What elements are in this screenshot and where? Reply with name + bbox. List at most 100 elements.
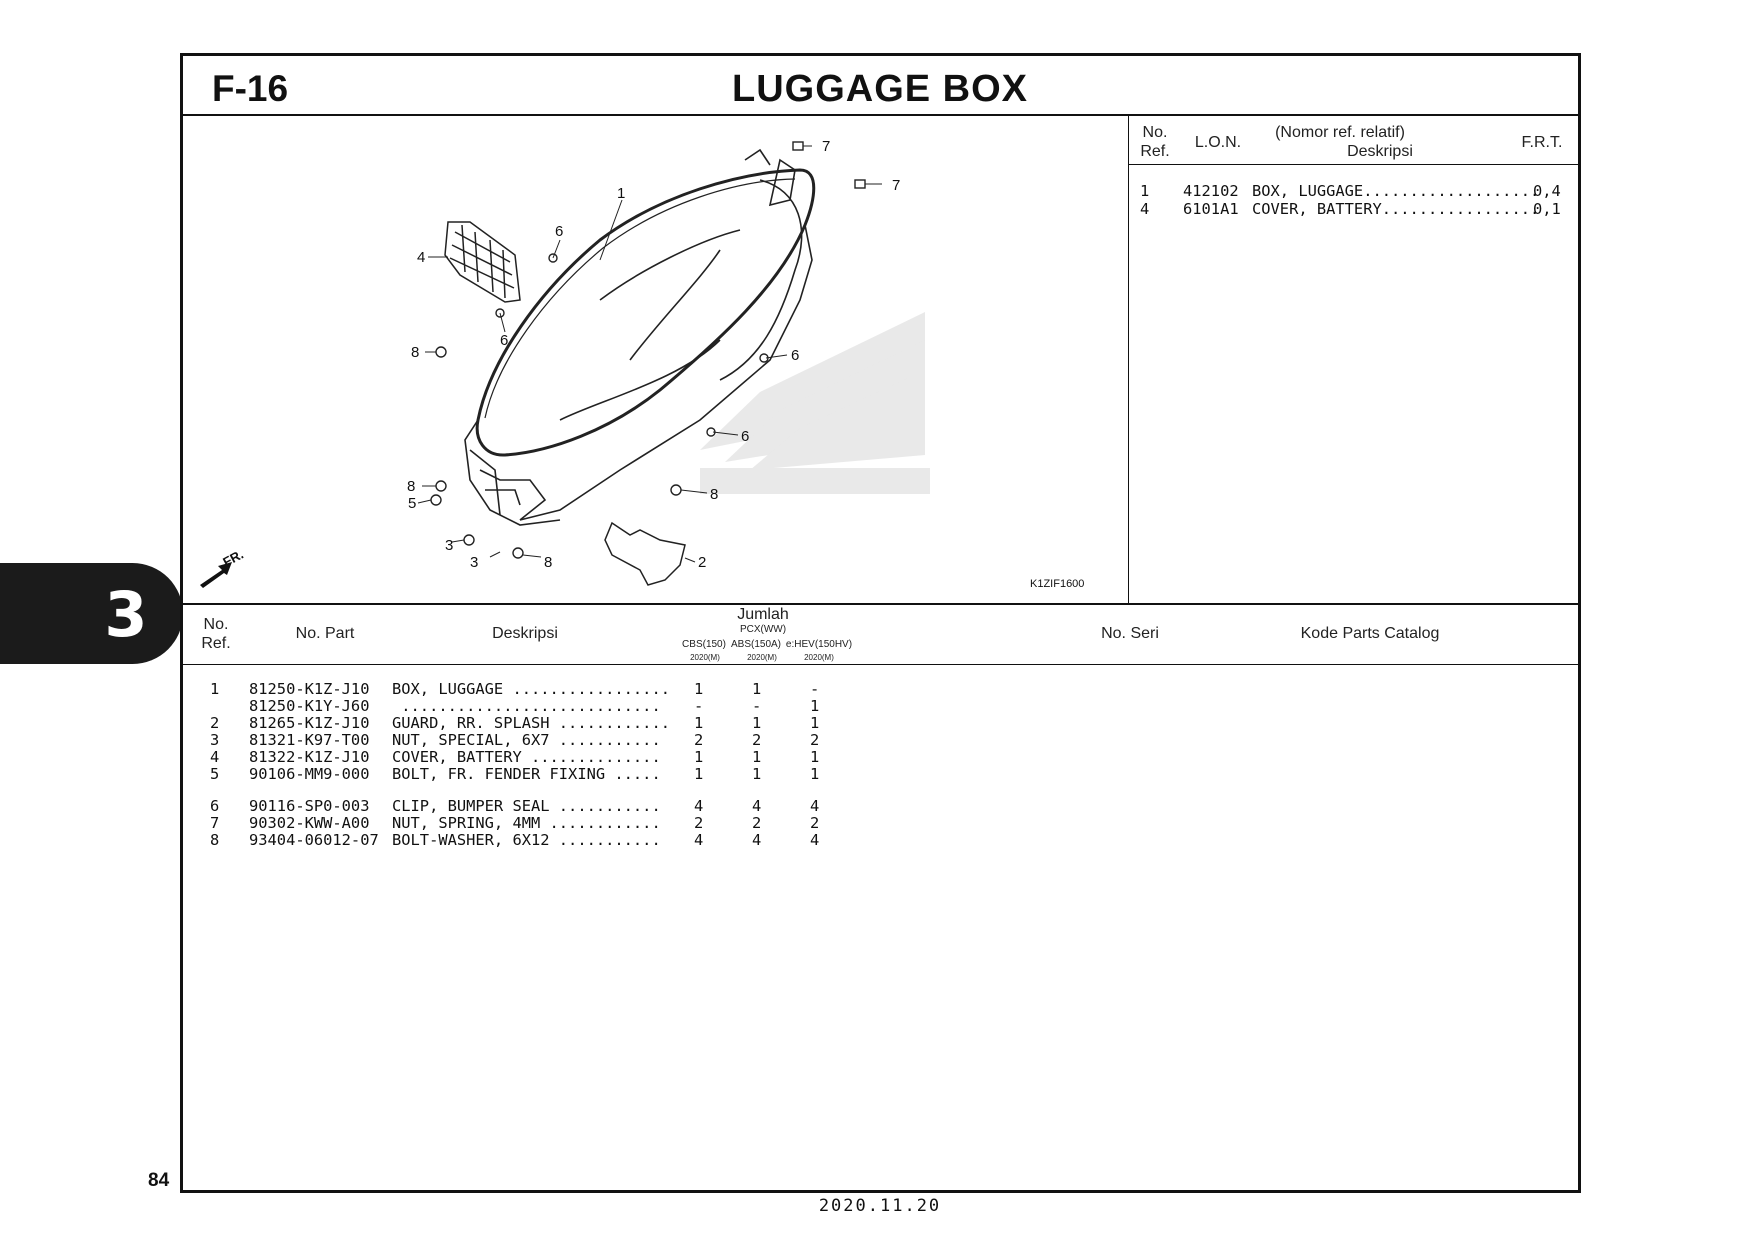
page-frame — [180, 53, 1581, 1193]
parts-row-part-no: 90302-KWW-A00 — [249, 814, 370, 832]
illustration-code: K1ZIF1600 — [1030, 578, 1085, 590]
parts-row-description: CLIP, BUMPER SEAL ........... — [392, 797, 661, 815]
parts-row-qty-abs: - — [752, 697, 762, 715]
parts-row-qty-hev: 4 — [810, 831, 820, 849]
ref-table-divider — [1128, 114, 1129, 603]
parts-row-ref: 4 — [210, 748, 220, 766]
callout-labels: 1 2 3 3 4 5 6 6 6 6 7 7 8 8 8 8 — [407, 138, 900, 571]
section-tab-number: 3 — [104, 578, 148, 651]
parts-row-ref: 2 — [210, 714, 220, 732]
parts-row-qty-abs: 4 — [752, 797, 762, 815]
parts-row-qty-hev: 1 — [810, 765, 820, 783]
ref-row-lon: 6101A1 — [1183, 200, 1239, 218]
parts-header-no-ref: No. Ref. — [201, 616, 231, 652]
parts-row-qty-hev: 1 — [810, 714, 820, 732]
parts-table-top-line — [180, 603, 1581, 605]
ref-row-frt: 0,1 — [1533, 200, 1561, 218]
ref-row-frt: 0,4 — [1533, 182, 1561, 200]
parts-header-part-no: No. Part — [295, 625, 355, 642]
parts-row-ref: 8 — [210, 831, 220, 849]
parts-row: 8 93404-06012-07 BOLT-WASHER, 6X12 .....… — [200, 831, 819, 849]
callout-8: 8 — [544, 554, 552, 571]
luggage-box-part — [464, 148, 816, 526]
ref-header-relative: (Nomor ref. relatif) — [1275, 124, 1405, 141]
parts-row-qty-cbs: 4 — [694, 797, 704, 815]
battery-cover-part — [444, 221, 521, 303]
callout-3: 3 — [470, 554, 478, 571]
variant-abs: ABS(150A) — [730, 639, 782, 650]
parts-row-qty-hev: 1 — [810, 697, 820, 715]
parts-row-qty-cbs: - — [694, 697, 704, 715]
parts-row-qty-cbs: 1 — [694, 680, 704, 698]
parts-row-ref: 7 — [210, 814, 220, 832]
parts-row-part-no: 81321-K97-T00 — [249, 731, 370, 749]
parts-header-catalog: Kode Parts Catalog — [1300, 625, 1440, 642]
ref-row-lon: 412102 — [1183, 182, 1239, 200]
parts-row-description: ............................ — [392, 697, 661, 715]
parts-row: 4 81322-K1Z-J10 COVER, BATTERY .........… — [200, 748, 819, 766]
parts-row: 1 81250-K1Z-J10 BOX, LUGGAGE ...........… — [200, 680, 819, 698]
parts-row-qty-cbs: 4 — [694, 831, 704, 849]
parts-row-qty-abs: 4 — [752, 831, 762, 849]
callout-1: 1 — [617, 185, 625, 202]
callout-8: 8 — [407, 478, 415, 495]
callout-2: 2 — [698, 554, 706, 571]
parts-row-qty-cbs: 2 — [694, 731, 704, 749]
parts-row-qty-abs: 2 — [752, 731, 762, 749]
callout-3: 3 — [445, 537, 453, 554]
ref-row-description: COVER, BATTERY................. — [1252, 200, 1540, 218]
front-direction-arrow: FR. — [200, 547, 246, 588]
parts-row-part-no: 90116-SP0-003 — [249, 797, 370, 815]
parts-row-part-no: 90106-MM9-000 — [249, 765, 370, 783]
parts-header-model: PCX(WW) — [739, 624, 787, 635]
parts-row-qty-hev: 2 — [810, 731, 820, 749]
ref-row-ref: 1 — [1140, 182, 1150, 200]
callout-6: 6 — [555, 223, 563, 240]
parts-row-ref: 1 — [210, 680, 220, 698]
variant-hev: e:HEV(150HV) — [785, 639, 853, 650]
parts-row-qty-abs: 1 — [752, 748, 762, 766]
parts-header-description: Deskripsi — [492, 625, 558, 642]
parts-row-qty-hev: 1 — [810, 748, 820, 766]
parts-row-qty-cbs: 1 — [694, 714, 704, 732]
parts-row-ref: 3 — [210, 731, 220, 749]
variant-cbs: CBS(150) — [682, 639, 726, 650]
parts-row-qty-cbs: 1 — [694, 765, 704, 783]
parts-row-ref: 5 — [210, 765, 220, 783]
honda-watermark — [700, 312, 930, 494]
parts-row-qty-cbs: 2 — [694, 814, 704, 832]
ref-header-description: Deskripsi — [1347, 143, 1413, 160]
parts-row-qty-hev: 4 — [810, 797, 820, 815]
callout-7: 7 — [822, 138, 830, 155]
exploded-parts-diagram: 1 2 3 3 4 5 6 6 6 6 7 7 8 8 8 8 FR. — [200, 138, 930, 588]
parts-row-description: BOLT, FR. FENDER FIXING ..... — [392, 765, 661, 783]
page-number: 84 — [148, 1170, 170, 1191]
callout-8: 8 — [710, 486, 718, 503]
parts-table-header-line — [180, 664, 1581, 665]
callout-5: 5 — [408, 495, 416, 512]
parts-row: 2 81265-K1Z-J10 GUARD, RR. SPLASH ......… — [200, 714, 819, 732]
parts-row-ref: 6 — [210, 797, 220, 815]
parts-row-part-no: 81250-K1Z-J10 — [249, 680, 370, 698]
parts-row-part-no: 81265-K1Z-J10 — [249, 714, 370, 732]
callout-6: 6 — [500, 332, 508, 349]
callout-7: 7 — [892, 177, 900, 194]
variant-year: 2020(M) — [747, 653, 777, 662]
parts-header-serial: No. Seri — [1101, 625, 1159, 642]
parts-row: 3 81321-K97-T00 NUT, SPECIAL, 6X7 ......… — [200, 731, 819, 749]
fasteners — [430, 141, 866, 559]
ref-header-frt: F.R.T. — [1521, 134, 1563, 151]
parts-row-part-no: 81250-K1Y-J60 — [249, 697, 370, 715]
parts-row: 5 90106-MM9-000 BOLT, FR. FENDER FIXING … — [200, 765, 819, 783]
callout-6: 6 — [791, 347, 799, 364]
splash-guard-part — [604, 521, 686, 586]
parts-row-description: BOX, LUGGAGE ................. — [392, 680, 670, 698]
parts-row-part-no: 81322-K1Z-J10 — [249, 748, 370, 766]
parts-row-qty-hev: 2 — [810, 814, 820, 832]
parts-row-qty-abs: 2 — [752, 814, 762, 832]
figure-code: F-16 — [212, 68, 289, 109]
ref-row: 4 6101A1 COVER, BATTERY.................… — [1140, 200, 1561, 218]
parts-header-quantity: Jumlah — [737, 606, 789, 623]
ref-row: 1 412102 BOX, LUGGAGE...................… — [1140, 182, 1561, 200]
page-title: LUGGAGE BOX — [731, 68, 1029, 110]
